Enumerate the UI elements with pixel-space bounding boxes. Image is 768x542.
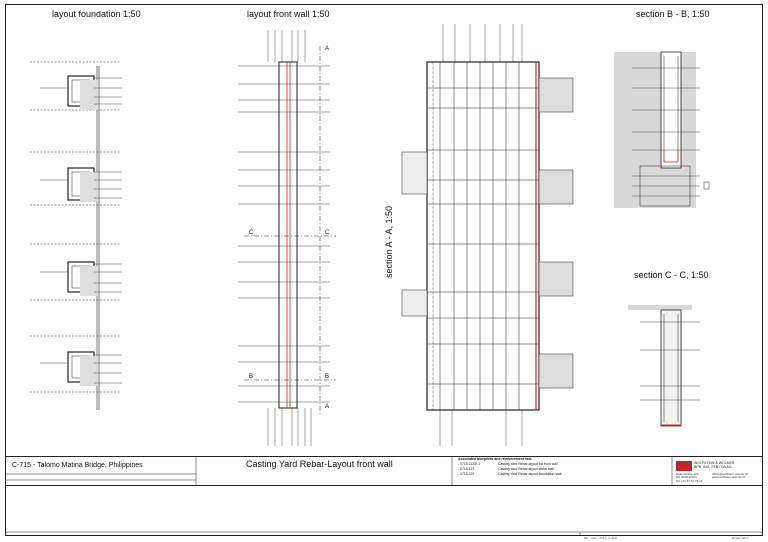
ref-row: - 0715-121 Casting Yard Rebar-layout shea… xyxy=(458,467,554,471)
title-block-lines xyxy=(5,456,763,536)
section-bb-view xyxy=(614,51,710,208)
ref-code: - 0715-121 xyxy=(458,467,475,471)
ref-row: - 0715-112/E.1 Casting Yard Rebar-layout … xyxy=(458,462,558,466)
cut-mark-b-left: B xyxy=(249,374,254,380)
contact-web: www.wolfstein-wolmer.ch xyxy=(712,475,746,480)
cut-mark-a-top: A xyxy=(325,46,330,52)
section-aa-view xyxy=(401,24,574,446)
footer-report: Report 2017 xyxy=(732,536,749,540)
ref-row: - 0715-110 Casting Yard Rebar-layout foun… xyxy=(458,472,562,476)
company-contact: office@wolfstein-wolmer.ch www.wolfstein… xyxy=(712,472,749,480)
company-address: Hafenstraße 123 DE 4628 Zürich Tel +41 4… xyxy=(676,472,703,483)
ref-code: - 0715-110 xyxy=(458,472,475,476)
address-line: Hafenstraße 123 xyxy=(676,472,699,476)
title-layout-front-wall: layout front wall 1:50 xyxy=(247,9,330,19)
contact-email: office@wolfstein-wolmer.ch xyxy=(712,472,749,476)
front-wall-view xyxy=(238,30,336,446)
title-layout-foundation: layout foundation 1:50 xyxy=(52,9,141,19)
title-section-bb: section B - B, 1:50 xyxy=(636,9,710,19)
section-cc-view xyxy=(628,305,700,427)
associated-blueprints-title: Associated blueprints and reinforcement … xyxy=(458,457,532,461)
address-line: DE 4628 Zürich xyxy=(676,475,697,480)
sheet-title: Casting Yard Rebar-Layout front wall xyxy=(246,459,393,469)
footer-drawing-number: DE - CAL - 401.5_0-Zeal xyxy=(584,536,617,540)
cut-mark-a-bottom: A xyxy=(325,404,330,410)
sheet-frame xyxy=(5,4,763,536)
ref-desc: Casting Yard Rebar-layout foundation sla… xyxy=(498,472,562,476)
cut-mark-b-right: B xyxy=(325,374,330,380)
company-line-2: BPR, ING, STB / DA AG xyxy=(694,465,732,469)
address-line: Tel +41 47 61 75 19 xyxy=(676,478,703,483)
company-line-1: WOLFSTEIN & WOLMER xyxy=(694,461,735,465)
cut-mark-c-left: C xyxy=(249,230,254,236)
ref-desc: Casting Yard Rebar-layout shear wall xyxy=(498,467,554,471)
ref-code: - 0715-112/E.1 xyxy=(458,462,481,466)
project-name: C-715 - Talomo Matina Bridge, Philippine… xyxy=(12,462,143,469)
title-block xyxy=(5,456,763,486)
company-logo xyxy=(676,461,692,471)
cut-mark-c-right: C xyxy=(325,230,330,236)
foundation-view xyxy=(30,61,122,410)
ref-desc: Casting Yard Rebar-layout 1st front wall xyxy=(498,462,558,466)
title-section-cc: section C - C, 1:50 xyxy=(634,270,709,280)
company-name: WOLFSTEIN & WOLMER BPR, ING, STB / DA AG xyxy=(694,461,734,469)
